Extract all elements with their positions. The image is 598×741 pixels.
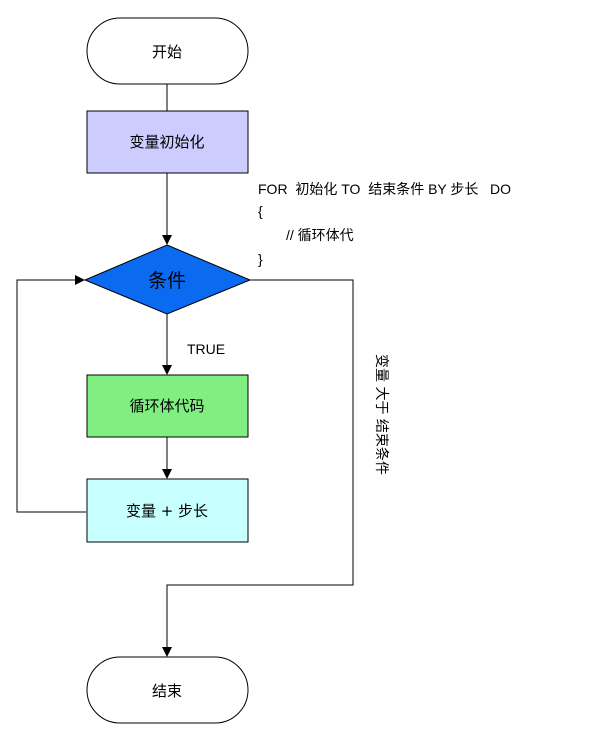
start-node [86,17,249,85]
end-node [86,656,249,724]
code-note-line4: } [258,251,263,267]
condition-label: 条件 [148,270,186,292]
edge-condition-exit [162,279,354,657]
step-label: 变量 + 步长 [126,502,208,520]
body-node [86,374,249,438]
init-label: 变量初始化 [129,133,204,151]
code-note-line1: FOR 初始化 TO 结束条件 BY 步长 DO [258,181,511,197]
code-note-line2: { [258,203,263,219]
body-label: 循环体代码 [129,397,204,415]
edge-step-loop-back [16,275,86,513]
true-edge-label: TRUE [187,341,225,357]
code-note-line3: // 循环体代 [286,227,354,243]
start-label: 开始 [152,43,182,61]
condition-node [83,244,252,315]
end-label: 结束 [152,682,182,700]
step-node [86,478,249,543]
exit-edge-label: 变量 大于 结束条件 [373,354,390,475]
init-node [86,110,249,174]
